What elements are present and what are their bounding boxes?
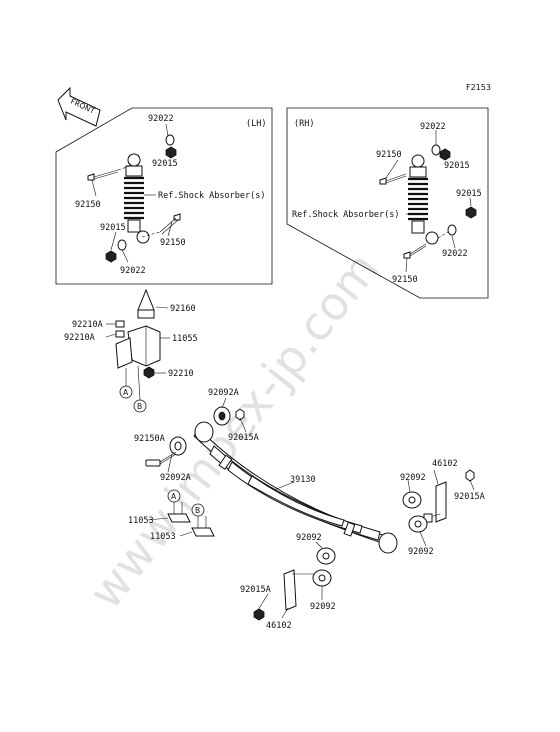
bracket-11055 <box>115 325 161 369</box>
rh-bolt-bottom <box>403 243 427 259</box>
lh-bolt-bottom <box>159 213 181 235</box>
ref-b-bracket: B <box>137 402 142 411</box>
lh-label-92015-bottom: 92015 <box>100 223 126 233</box>
nut-92015A-bottom <box>253 608 265 621</box>
bushing-92092-center-top <box>316 547 336 565</box>
rh-nut-top <box>439 148 451 161</box>
lh-ref-shock-absorber: Ref.Shock Absorber(s) <box>158 191 265 201</box>
lh-nut-bottom <box>105 250 117 263</box>
leaf-spring-group: 92092A 92015A 92150A 92092A 39130 46102 … <box>128 388 485 631</box>
label-92092A-top: 92092A <box>208 388 239 398</box>
label-92210A-bottom: 92210A <box>64 333 95 343</box>
figure-code: F2153 <box>466 83 491 92</box>
ref-a-bracket: A <box>123 388 129 397</box>
bump-stop <box>137 288 155 319</box>
lh-collar-bottom <box>117 239 127 251</box>
label-92015A-bottom: 92015A <box>240 585 271 595</box>
rh-label-92015-mid: 92015 <box>456 189 482 199</box>
bracket-group: 92160 92210A 92210A 11055 92210 A B <box>64 288 198 413</box>
label-92210A-top: 92210A <box>72 320 103 330</box>
rh-shock-absorber <box>408 154 439 245</box>
rh-nut-mid <box>465 206 477 219</box>
nut-92015A-right <box>465 469 475 482</box>
ref-circle-b-shim <box>191 503 205 517</box>
ref-circle-b-bracket <box>133 399 147 413</box>
rh-label-92150-top: 92150 <box>376 150 402 160</box>
lh-label-92150-bottom: 92150 <box>160 238 186 248</box>
nut-92015A-top <box>235 408 245 421</box>
ref-a-shim: A <box>171 492 177 501</box>
lh-shock-absorber <box>124 153 150 244</box>
label-92015A-top: 92015A <box>228 433 259 443</box>
rh-ref-shock-absorber: Ref.Shock Absorber(s) <box>292 210 399 220</box>
label-11053-bottom: 11053 <box>150 532 176 542</box>
lh-side-label: (LH) <box>246 119 266 129</box>
label-92150A: 92150A <box>134 434 165 444</box>
lh-bolt-top <box>87 169 119 181</box>
rh-label-92022-top: 92022 <box>420 122 446 132</box>
bolt-92210A-bottom <box>115 330 125 338</box>
bushing-92092-right-bottom <box>408 515 428 533</box>
label-46102-right: 46102 <box>432 459 458 469</box>
label-39130: 39130 <box>290 475 316 485</box>
leaf-spring-39130 <box>193 421 398 554</box>
label-92210: 92210 <box>168 369 194 379</box>
watermark: www.impex-jp.com <box>78 242 389 619</box>
label-11053-top: 11053 <box>128 516 154 526</box>
rh-label-92015-top: 92015 <box>444 161 470 171</box>
lh-label-92022-bottom: 92022 <box>120 266 146 276</box>
label-46102-bottom: 46102 <box>266 621 292 631</box>
rh-collar-bottom <box>447 224 457 236</box>
lh-panel: (LH) <box>55 107 273 285</box>
bolt-92210A-top <box>115 320 125 328</box>
front-arrow-icon: FRONT <box>57 86 101 127</box>
nut-92210 <box>143 366 155 379</box>
label-92092A-bottom: 92092A <box>160 473 191 483</box>
rh-side-label: (RH) <box>294 119 314 129</box>
rh-panel: (RH) <box>286 107 489 299</box>
shackle-46102-bottom <box>283 569 314 611</box>
ref-b-shim: B <box>195 506 200 515</box>
rh-bolt-top <box>379 173 407 185</box>
bushing-92092-right-top <box>402 491 422 509</box>
rh-collar-top <box>431 144 441 156</box>
rh-label-92022-bottom: 92022 <box>442 249 468 259</box>
ref-circle-a-shim <box>167 489 181 503</box>
shim-11053-top <box>167 502 191 523</box>
label-92160: 92160 <box>170 304 196 314</box>
label-92092-right-top: 92092 <box>400 473 426 483</box>
lh-label-92015-top: 92015 <box>152 159 178 169</box>
rh-label-92150-bottom: 92150 <box>392 275 418 285</box>
label-92092-right-bottom: 92092 <box>408 547 434 557</box>
shackle-46102-right <box>419 481 447 523</box>
label-92015A-right: 92015A <box>454 492 485 502</box>
lh-label-92150-left: 92150 <box>75 200 101 210</box>
lh-collar-top <box>165 134 175 146</box>
bushing-92092A-bottom <box>169 436 187 456</box>
shim-11053-bottom <box>191 516 215 537</box>
label-92092-center-bottom: 92092 <box>310 602 336 612</box>
lh-label-92022-top: 92022 <box>148 114 174 124</box>
label-11055: 11055 <box>172 334 198 344</box>
bushing-92092A-top <box>213 406 231 426</box>
bushing-92092-center-bottom <box>312 569 332 587</box>
ref-circle-a-bracket <box>119 385 133 399</box>
label-92092-center-top: 92092 <box>296 533 322 543</box>
bolt-92150A <box>145 451 177 467</box>
